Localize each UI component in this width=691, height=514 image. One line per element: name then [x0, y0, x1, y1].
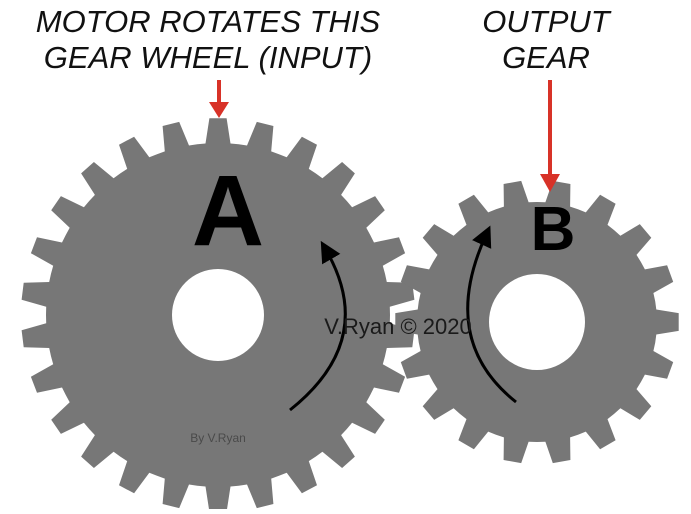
input-indicator-arrow	[209, 80, 229, 118]
gear-a-rotation-arrow	[289, 240, 347, 412]
gear-a-hole	[172, 269, 264, 361]
gear-b-rotation-arrow	[466, 225, 517, 404]
output-label-line1: OUTPUT	[482, 4, 612, 39]
input-label-line1: MOTOR ROTATES THIS	[36, 4, 381, 39]
gear-a: A	[21, 118, 415, 512]
output-label-line2: GEAR	[502, 40, 590, 75]
gear-b-hole	[489, 274, 585, 370]
gear-b-letter: B	[531, 195, 576, 264]
gear-b: B	[395, 180, 679, 464]
output-indicator-arrow	[540, 80, 560, 192]
gear-a-letter: A	[192, 155, 264, 267]
small-credit: By V.Ryan	[190, 431, 246, 445]
copyright-credit: V.Ryan © 2020	[324, 314, 472, 339]
input-label-line2: GEAR WHEEL (INPUT)	[44, 40, 372, 75]
